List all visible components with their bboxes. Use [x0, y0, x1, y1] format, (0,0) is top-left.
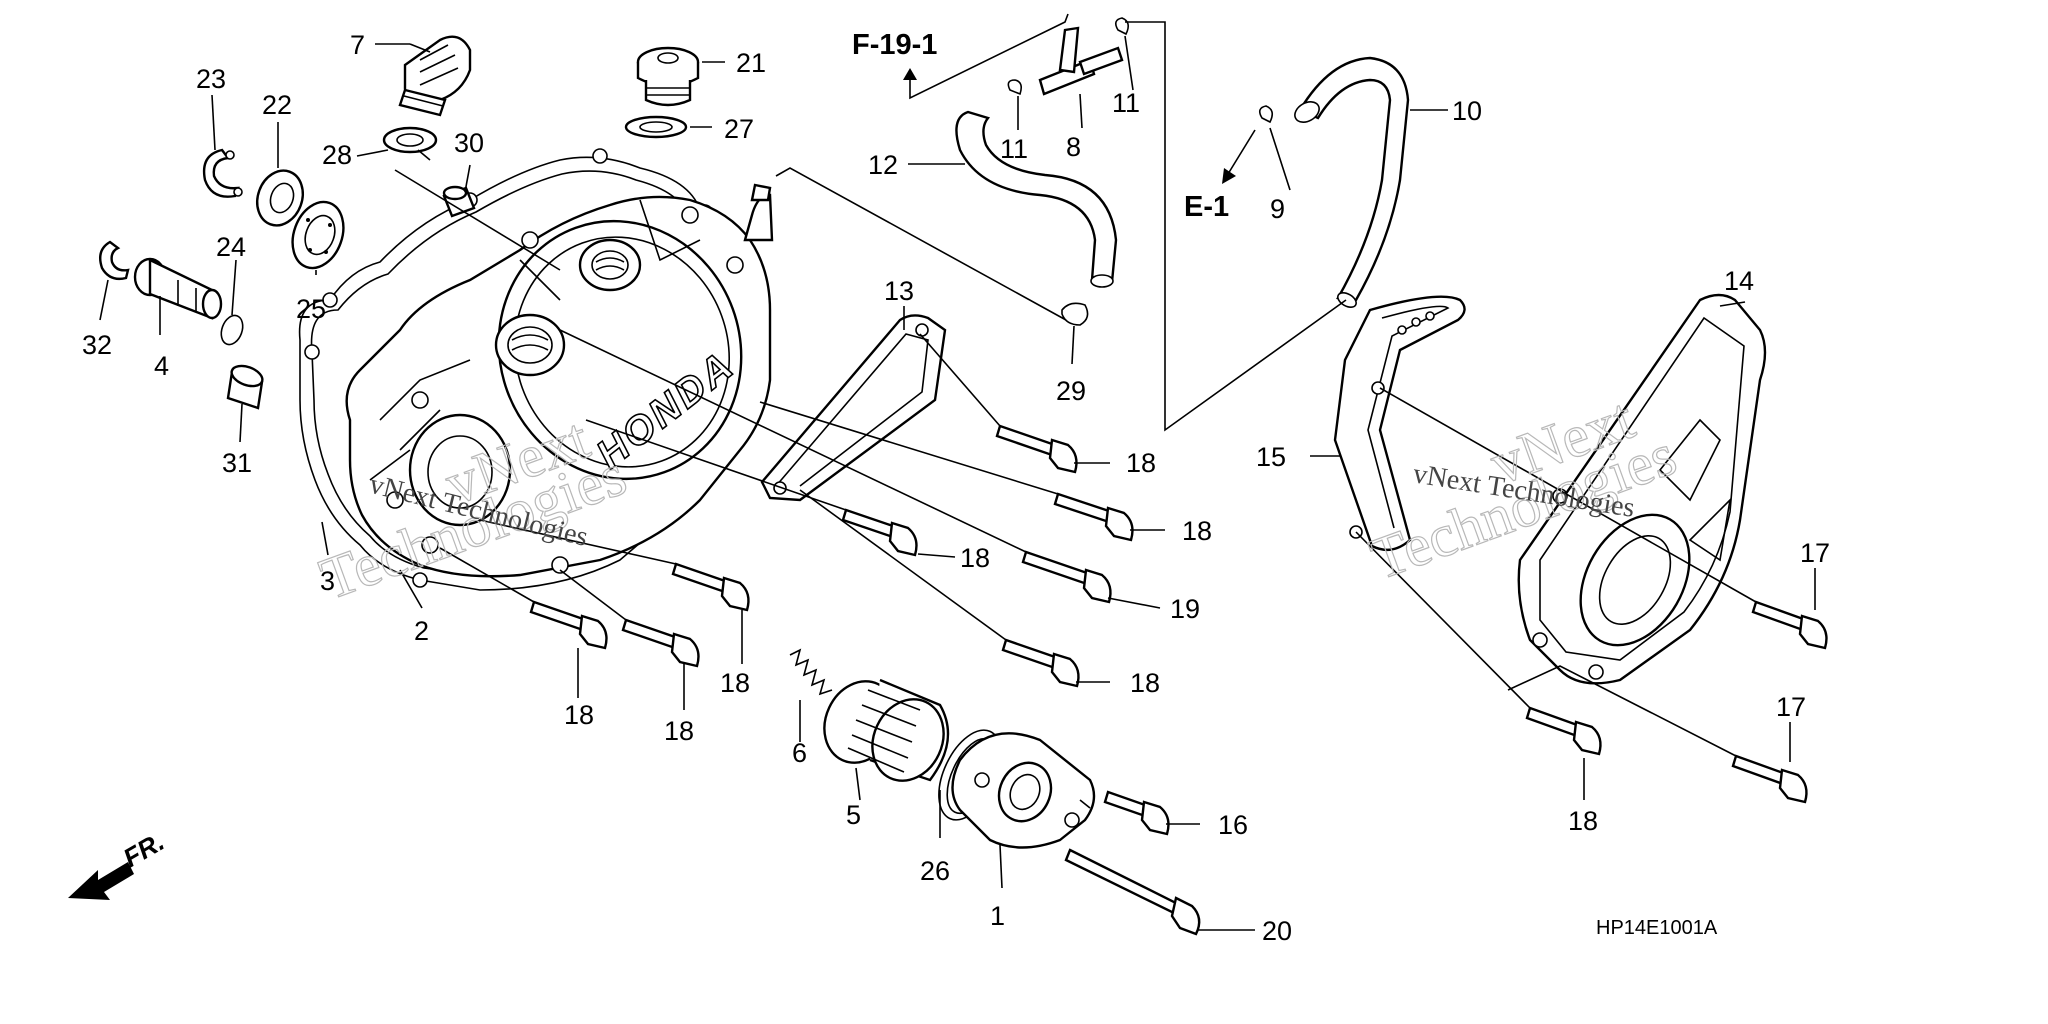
callout-1: 1	[990, 901, 1005, 931]
callout-32: 32	[82, 330, 112, 360]
part-15-gasket	[1333, 295, 1466, 552]
bolt-20	[1064, 848, 1201, 936]
part-28-washer	[382, 126, 438, 154]
callout-25: 25	[296, 294, 326, 324]
callout-16: 16	[1218, 810, 1248, 840]
callout-18c: 18	[960, 543, 990, 573]
part-1-filter-cover	[951, 732, 1096, 849]
callout-14: 14	[1724, 266, 1754, 296]
callouts: 1 2 3 4 5 6 7 8 9 10 11 11 12 13 14 15 1…	[82, 30, 1830, 946]
part-8-joint	[1038, 26, 1124, 96]
part-31-collar	[226, 364, 264, 410]
part-25-bearing	[291, 200, 345, 270]
callout-26: 26	[920, 856, 950, 886]
diagram-reference-code: HP14E1001A	[1596, 917, 1718, 939]
callout-20: 20	[1262, 916, 1292, 946]
bolt-18c	[841, 508, 918, 557]
callout-12: 12	[868, 150, 898, 180]
part-4-shaft	[133, 257, 223, 320]
callout-28: 28	[322, 140, 352, 170]
callout-22: 22	[262, 90, 292, 120]
bolt-19	[1021, 550, 1112, 604]
bolt-18f	[529, 600, 608, 650]
callout-18f: 18	[564, 700, 594, 730]
part-12-hose	[955, 110, 1118, 284]
callout-4: 4	[154, 351, 169, 381]
bolt-18a	[995, 424, 1078, 474]
front-direction-arrow: FR.	[68, 826, 169, 900]
part-6-spring	[789, 648, 833, 696]
callout-18a: 18	[1126, 448, 1156, 478]
callout-7: 7	[350, 30, 365, 60]
part-30-dowel	[442, 185, 476, 218]
callout-18g: 18	[664, 716, 694, 746]
callout-21: 21	[736, 48, 766, 78]
bolt-17a	[1751, 600, 1828, 650]
callout-2: 2	[414, 616, 429, 646]
part-14-pump-cover	[1517, 293, 1767, 685]
callout-18d: 18	[1130, 668, 1160, 698]
bolt-18e	[671, 562, 750, 612]
part-7-filler-cap	[398, 35, 472, 117]
part-11-clamp-b	[1114, 17, 1130, 36]
part-21-plug	[636, 46, 700, 107]
part-27-washer	[624, 115, 688, 139]
callout-13: 13	[884, 276, 914, 306]
callout-3: 3	[320, 566, 335, 596]
part-9-clamp	[1258, 105, 1274, 124]
callout-23: 23	[196, 64, 226, 94]
callout-18h: 18	[1568, 806, 1598, 836]
part-29-clip	[1061, 302, 1089, 326]
callout-6: 6	[792, 738, 807, 768]
leader-lines	[99, 13, 1816, 931]
callout-18b: 18	[1182, 516, 1212, 546]
part-32-circlip	[99, 240, 130, 281]
part-13-bracket	[760, 314, 947, 502]
bolt-16	[1103, 790, 1170, 836]
callout-24: 24	[216, 232, 246, 262]
callout-11a: 11	[1000, 134, 1028, 164]
callout-27: 27	[724, 114, 754, 144]
bolt-18h	[1525, 706, 1602, 756]
callout-31: 31	[222, 448, 252, 478]
callout-10: 10	[1452, 96, 1482, 126]
bolt-17b	[1731, 754, 1808, 804]
arrow-left-icon	[68, 862, 134, 900]
callout-17a: 17	[1800, 538, 1830, 568]
callout-5: 5	[846, 800, 861, 830]
crossref-f19: F-19-1	[852, 29, 937, 61]
bolt-18g	[621, 618, 700, 668]
callout-29: 29	[1056, 376, 1086, 406]
callout-18e: 18	[720, 668, 750, 698]
bolt-18b	[1053, 492, 1134, 542]
part-11-clamp-a	[1007, 79, 1022, 96]
crankcase-cover: HONDA	[298, 148, 774, 591]
callout-17b: 17	[1776, 692, 1806, 722]
callout-15: 15	[1256, 442, 1286, 472]
callout-8: 8	[1066, 132, 1081, 162]
part-22-oil-seal	[256, 169, 304, 227]
crossref-e1: E-1	[1184, 191, 1229, 223]
part-10-hose	[1298, 56, 1410, 302]
bolt-18d	[1001, 638, 1080, 688]
part-24-snap-ring	[220, 314, 244, 346]
callout-9: 9	[1270, 194, 1285, 224]
callout-19: 19	[1170, 594, 1200, 624]
callout-30: 30	[454, 128, 484, 158]
callout-11b: 11	[1112, 88, 1140, 118]
part-5-oil-filter	[823, 678, 950, 782]
